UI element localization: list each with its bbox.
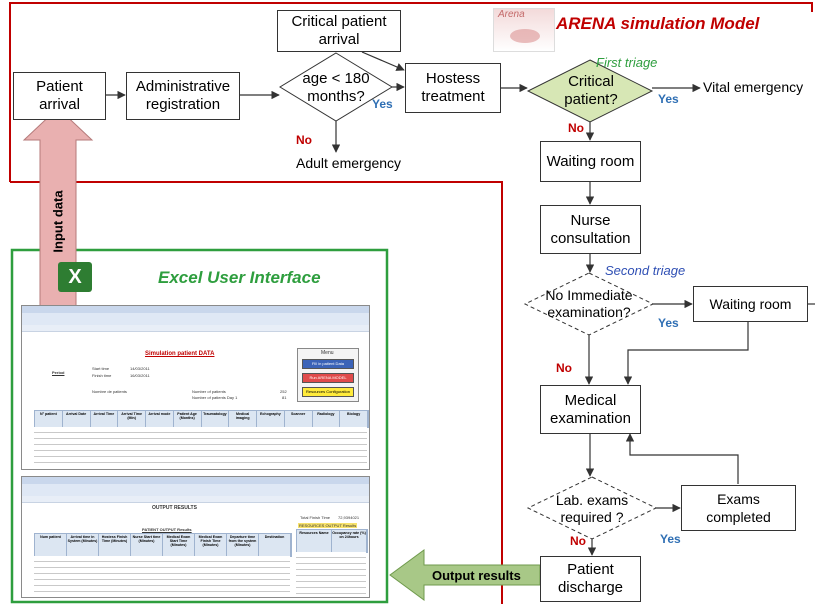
second-triage-label: Second triage (605, 263, 686, 278)
arena-model-title: ARENA simulation Model (556, 14, 760, 33)
excel-input-col-header-0: N° patient (35, 411, 63, 427)
excel-total-finish-value: 72,9394021 (338, 515, 360, 520)
waiting-room-2-box: Waiting room (693, 286, 808, 322)
output-results-label: Output results (432, 568, 521, 583)
arena-logo: Arena (493, 8, 555, 52)
excel-output-col-header-1: Arrival time in System (Minutes) (67, 534, 99, 556)
excel-number-patients-value: 252 (280, 389, 287, 394)
excel-input-col-header-2: Arrival Time (91, 411, 119, 427)
fill-patient-data-button[interactable]: Fill in patient Data (302, 359, 354, 369)
immediate-no-label: No (556, 361, 572, 375)
critical-arrival-box: Critical patient arrival (277, 10, 401, 52)
excel-output-titlebar (22, 477, 369, 484)
excel-output-header-row (22, 496, 369, 503)
immediate-decision-text: No Immediate examination? (545, 287, 633, 320)
admin-registration-box: Administrative registration (126, 72, 240, 120)
excel-start-label: Start time (92, 366, 110, 371)
lab-no-label: No (570, 534, 586, 548)
patient-arrival-box: Patient arrival (13, 72, 106, 120)
excel-input-col-header-10: Radiology (313, 411, 341, 427)
excel-input-table-body (34, 427, 367, 465)
excel-patient-output-header: PATIENT OUTPUT Results (142, 527, 192, 532)
critical-yes-label: Yes (658, 92, 679, 106)
excel-input-titlebar (22, 306, 369, 313)
age-yes-label: Yes (372, 97, 393, 111)
lab-decision-text: Lab. exams required ? (555, 492, 629, 525)
excel-interface-frame (10, 248, 389, 604)
excel-output-col-header-0: Num patient (35, 534, 67, 556)
excel-input-col-header-6: Traumatology (202, 411, 230, 427)
excel-output-col-header-3: Nurse Start time (Minutes) (131, 534, 163, 556)
excel-input-col-header-7: Medical imaging (229, 411, 257, 427)
excel-total-finish-label: Total Finish Time (300, 515, 331, 520)
arena-logo-swoosh (510, 29, 540, 43)
excel-output-screenshot: OUTPUT RESULTS Total Finish Time 72,9394… (21, 476, 370, 598)
run-arena-model-button[interactable]: Run ARENA MODEL (302, 373, 354, 383)
excel-input-header-row (22, 325, 369, 332)
arena-model-frame-lower (10, 181, 503, 604)
waiting-room-box: Waiting room (540, 141, 641, 182)
excel-input-col-header-4: Arrival mode (146, 411, 174, 427)
excel-per-day-label: Number of patients Day 1 (192, 395, 238, 400)
arrow-exams-to-medical (625, 433, 739, 484)
excel-input-col-header-11: Biology (340, 411, 368, 427)
excel-output-sheet-title: OUTPUT RESULTS (152, 505, 197, 511)
arena-model-frame (9, 2, 813, 182)
resources-configuration-button[interactable]: Resources Configuration (302, 387, 354, 397)
excel-input-col-header-5: Patient Age (Months) (174, 411, 202, 427)
excel-output-col-header-5: Medical Exam Finish Time (Minutes) (195, 534, 227, 556)
immediate-yes-label: Yes (658, 316, 679, 330)
input-data-label: Input data (50, 190, 66, 253)
excel-output-col-header-6: Departure time from the system (Minutes) (227, 534, 259, 556)
critical-decision-text: Critical patient? (564, 73, 618, 108)
age-no-label: No (296, 133, 312, 147)
excel-start-value: 14/03/2011 (130, 366, 150, 371)
excel-input-col-header-9: Scanner (285, 411, 313, 427)
first-triage-label: First triage (596, 55, 658, 70)
excel-resources-col-header-0: Resources Name (297, 530, 332, 552)
excel-output-col-header-2: Hostess Finish Time (Minutes) (99, 534, 131, 556)
arrow-waiting2-to-medical (623, 322, 749, 385)
arrow-critical-arrival-to-hostess (361, 51, 405, 71)
excel-finish-label: Finish time (92, 373, 112, 378)
critical-no-label: No (568, 121, 584, 135)
excel-per-day-value: 81 (282, 395, 287, 400)
adult-emergency-label: Adult emergency (296, 155, 402, 171)
excel-nb-patients-label: Nombre de patients (92, 389, 127, 394)
vital-emergency-label: Vital emergency (703, 79, 804, 95)
lab-yes-label: Yes (660, 532, 681, 546)
excel-icon: X (58, 262, 92, 292)
arena-logo-text: Arena (498, 9, 525, 20)
hostess-treatment-box: Hostess treatment (405, 63, 501, 113)
excel-period-label: Period (52, 370, 65, 375)
nurse-consultation-box: Nurse consultation (540, 205, 641, 254)
output-results-arrow (389, 549, 541, 601)
excel-menu-title: Menu (321, 350, 334, 356)
excel-input-screenshot: Simulation patient DATA Period Start tim… (21, 305, 370, 470)
excel-output-col-header-7: Destination (259, 534, 291, 556)
excel-input-sheet-title: Simulation patient DATA (145, 351, 215, 357)
excel-menu-panel: Menu Fill in patient Data Run ARENA MODE… (297, 348, 359, 402)
excel-resources-table-body (296, 552, 366, 596)
excel-finish-value: 16/03/2011 (130, 373, 150, 378)
excel-output-table-body (34, 556, 290, 596)
excel-input-col-header-8: Echography (257, 411, 285, 427)
excel-resources-col-header-1: Occupancy rate (%) on 24hours (332, 530, 367, 552)
exams-completed-box: Exams completed (681, 485, 796, 531)
excel-input-col-header-3: Arrival Time (Min) (118, 411, 146, 427)
excel-output-col-header-4: Medical Exam Start Time (Minutes) (163, 534, 195, 556)
age-decision-text: age < 180 months? (302, 70, 370, 105)
excel-number-patients-label: Number of patients (192, 389, 226, 394)
excel-input-col-header-1: Arrival Date (63, 411, 91, 427)
excel-resources-output-header: RESOURCES OUTPUT Results (298, 523, 358, 528)
patient-discharge-box: Patient discharge (540, 556, 641, 602)
medical-examination-box: Medical examination (540, 385, 641, 434)
excel-interface-title: Excel User Interface (158, 268, 321, 287)
